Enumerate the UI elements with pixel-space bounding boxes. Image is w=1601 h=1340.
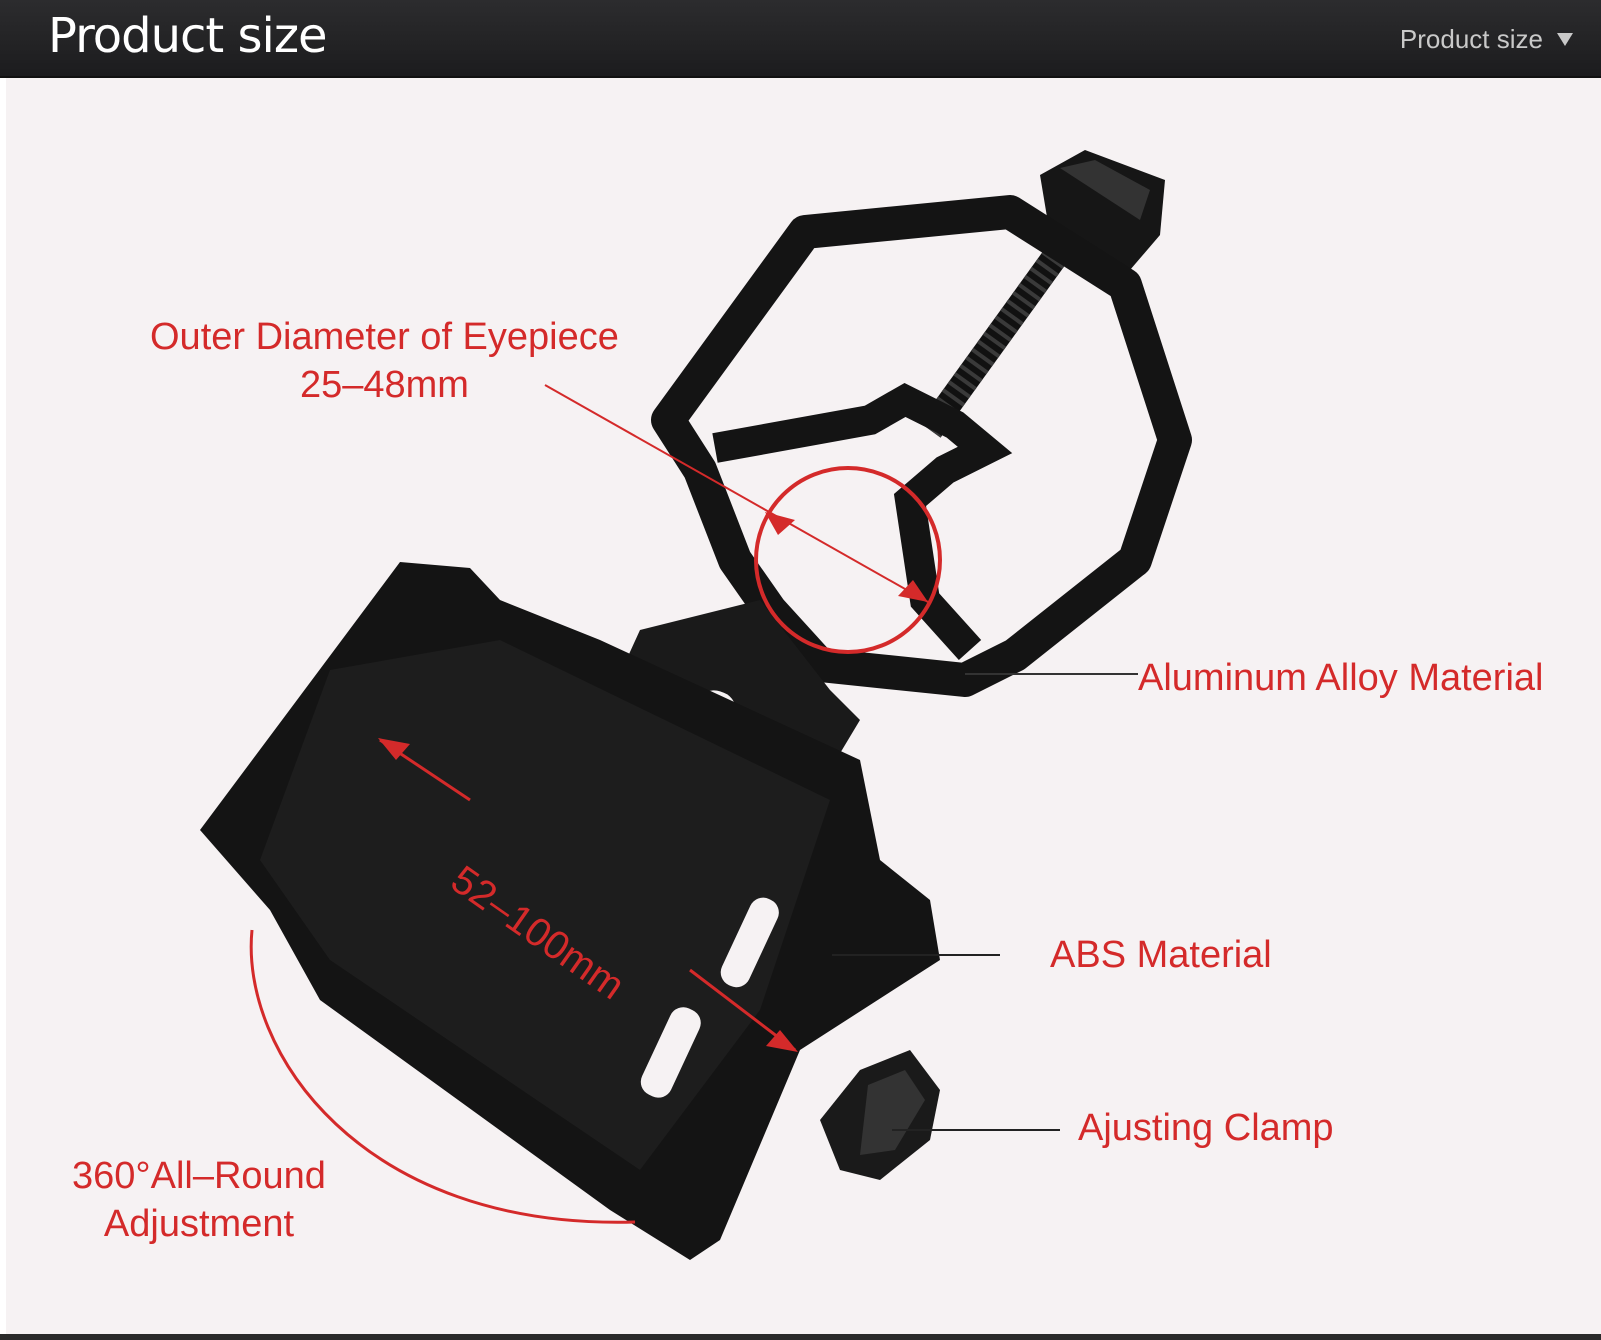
phone-holder <box>200 562 940 1260</box>
caret-down-icon <box>1557 33 1573 46</box>
eyepiece-diameter-value: 25–48mm <box>299 363 469 406</box>
rotation-label: 360°All–Round Adjustment <box>72 1153 326 1248</box>
abs-material-label: ABS Material <box>1050 934 1272 976</box>
adjusting-clamp-label: Ajusting Clamp <box>1078 1107 1334 1149</box>
left-edge-strip <box>0 78 6 1334</box>
rotation-title: 360°All–Round <box>72 1155 326 1197</box>
eyepiece-diameter-title: Outer Diameter of Eyepiece <box>150 316 619 358</box>
page-title: Product size <box>48 8 328 64</box>
aluminum-alloy-label: Aluminum Alloy Material <box>1138 657 1544 699</box>
phone-width-marker <box>378 738 798 1052</box>
section-dropdown-label: Product size <box>1399 24 1543 54</box>
clamp-knob <box>820 1050 940 1180</box>
page-header: Product size Product size <box>0 0 1601 78</box>
eyepiece-frame <box>651 195 1192 697</box>
eyepiece-diameter-marker <box>544 384 942 654</box>
bottom-border <box>0 1334 1601 1340</box>
screw <box>919 242 1071 438</box>
rotation-arc <box>249 929 636 1224</box>
section-dropdown[interactable]: Product size <box>1400 24 1573 55</box>
leader-lines <box>832 673 1138 1131</box>
rotation-subtitle: Adjustment <box>103 1202 295 1245</box>
eyepiece-diameter-label: Outer Diameter of Eyepiece 25–48mm <box>150 314 619 409</box>
